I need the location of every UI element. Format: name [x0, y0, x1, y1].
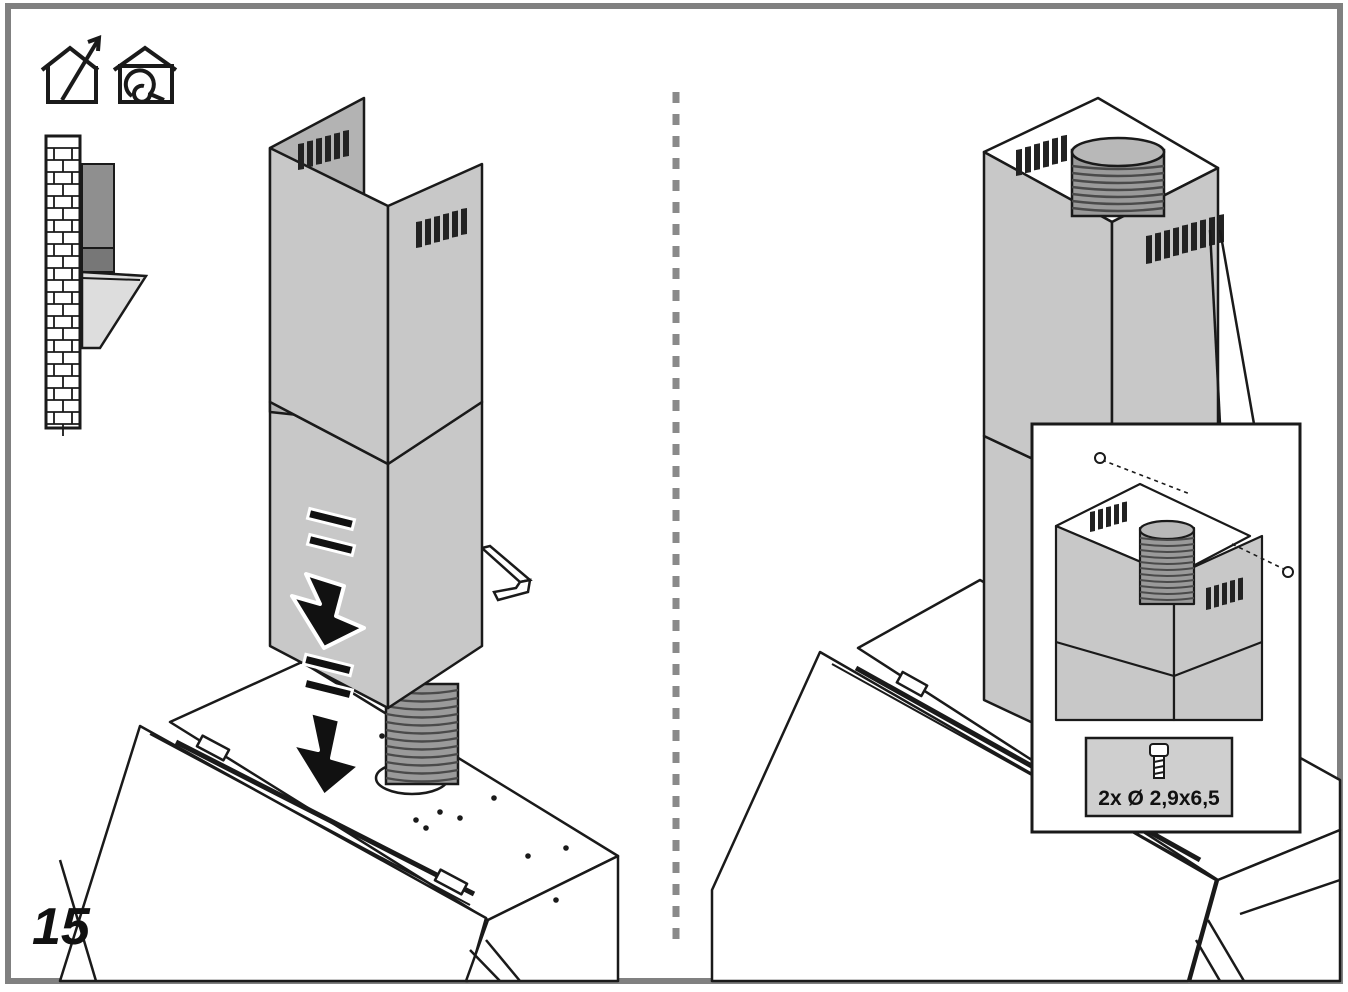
vent-slot-group: [298, 129, 349, 170]
left-exhaust-hose: [374, 682, 460, 796]
left-hood-holes: [379, 733, 569, 903]
detail-callout-lines: [1208, 229, 1256, 425]
wall-bracket: [479, 544, 533, 602]
ducted-exhaust-icon: [40, 35, 102, 104]
vent-slot-group: [1206, 577, 1243, 610]
left-guide-slots: [301, 506, 357, 702]
right-vent-slots: [1016, 134, 1224, 264]
screw-icon: [1149, 743, 1169, 779]
down-arrow-upper: [290, 572, 366, 650]
vent-slot-group: [1090, 501, 1127, 532]
left-upper-chimney: [268, 96, 484, 466]
left-vent-slots: [298, 129, 467, 248]
wall-mount-icon: [44, 134, 149, 436]
recirculation-icon: [112, 45, 178, 104]
step-number: 15: [32, 898, 91, 956]
hardware-spec-box: 2x Ø 2,9x6,5: [1084, 736, 1234, 818]
vent-slot-group: [1146, 214, 1224, 264]
vent-slot-group: [416, 207, 467, 248]
vent-slot-group: [1016, 134, 1067, 176]
right-inner-hose: [1070, 136, 1166, 218]
screw-guide-lines: [1101, 459, 1291, 573]
screw-icon: [1094, 452, 1294, 578]
hardware-spec: 2x Ø 2,9x6,5: [1098, 787, 1220, 810]
down-arrow-lower: [290, 710, 362, 798]
